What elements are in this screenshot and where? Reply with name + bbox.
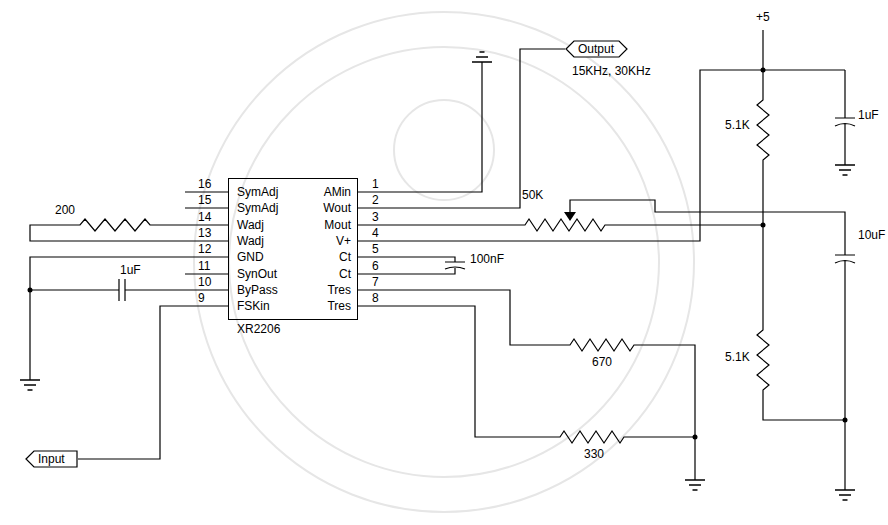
resistor-symbol xyxy=(757,225,845,420)
pin-name: Wadj xyxy=(237,218,264,232)
pin-number: 11 xyxy=(198,259,210,273)
frequency-note: 15KHz, 30KHz xyxy=(572,64,651,78)
capacitor-symbol xyxy=(835,255,855,490)
resistor-symbol xyxy=(400,290,695,437)
component-value: 200 xyxy=(55,203,75,217)
pin-number: 4 xyxy=(372,226,379,240)
resistor-symbol xyxy=(400,306,695,480)
pin-number: 10 xyxy=(198,275,211,289)
component-value: 670 xyxy=(592,355,612,369)
resistor-symbol xyxy=(30,219,185,241)
pin-number: 5 xyxy=(372,242,379,256)
pin-number: 12 xyxy=(198,242,211,256)
port-name: Input xyxy=(38,452,65,466)
part-number: XR2206 xyxy=(237,322,280,336)
output-flag: Output xyxy=(565,40,628,58)
component-value: 100nF xyxy=(470,252,504,266)
pin-number: 7 xyxy=(372,275,379,289)
pin-name: Ct xyxy=(339,250,351,264)
capacitor-symbol xyxy=(835,70,855,165)
ground-symbol xyxy=(20,52,855,500)
pin-name: FSKin xyxy=(237,299,270,313)
pin-number: 16 xyxy=(198,177,211,191)
wiper-arrow xyxy=(564,212,576,221)
pin-name: Ct xyxy=(339,267,351,281)
pin-name: Tres xyxy=(327,299,351,313)
pin-number: 3 xyxy=(372,210,379,224)
input-flag: Input xyxy=(25,450,78,468)
component-value: 1uF xyxy=(120,263,141,277)
pin-name: SymAdj xyxy=(237,185,278,199)
capacitor-symbol xyxy=(30,279,185,301)
component-value: 5.1K xyxy=(725,350,750,364)
pin-name: GND xyxy=(237,250,264,264)
pin-number: 15 xyxy=(198,193,211,207)
component-value: 1uF xyxy=(858,108,879,122)
pin-number: 6 xyxy=(372,259,379,273)
pin-stubs xyxy=(185,192,228,290)
resistor-symbol xyxy=(757,70,769,225)
ic-package: SymAdjSymAdjWadjWadjGNDSynOutByPassFSKin… xyxy=(228,178,358,320)
pin-name: Wadj xyxy=(237,234,264,248)
component-value: 50K xyxy=(522,188,543,202)
signal-wire xyxy=(78,306,228,459)
pin-name: Tres xyxy=(327,283,351,297)
pin-number: 8 xyxy=(372,291,379,305)
component-value: 5.1K xyxy=(725,118,750,132)
pin-name: AMin xyxy=(324,185,351,199)
pin-name: Mout xyxy=(324,218,351,232)
pin-number: 14 xyxy=(198,210,211,224)
component-value: 330 xyxy=(584,447,604,461)
pin-name: ByPass xyxy=(237,283,278,297)
potentiometer xyxy=(400,219,763,231)
pin-name: V+ xyxy=(336,234,351,248)
port-name: Output xyxy=(578,42,614,56)
pin-number: 13 xyxy=(198,226,211,240)
component-value: 10uF xyxy=(858,228,885,242)
signal-wire xyxy=(358,49,565,208)
capacitor-symbol xyxy=(400,257,465,274)
pin-name: SymAdj xyxy=(237,201,278,215)
pin-number: 2 xyxy=(372,193,379,207)
pin-name: SynOut xyxy=(237,267,277,281)
pin-name: Wout xyxy=(323,201,351,215)
pin-number: 1 xyxy=(372,177,379,191)
supply-label: +5 xyxy=(756,10,770,24)
pin-number: 9 xyxy=(198,291,205,305)
